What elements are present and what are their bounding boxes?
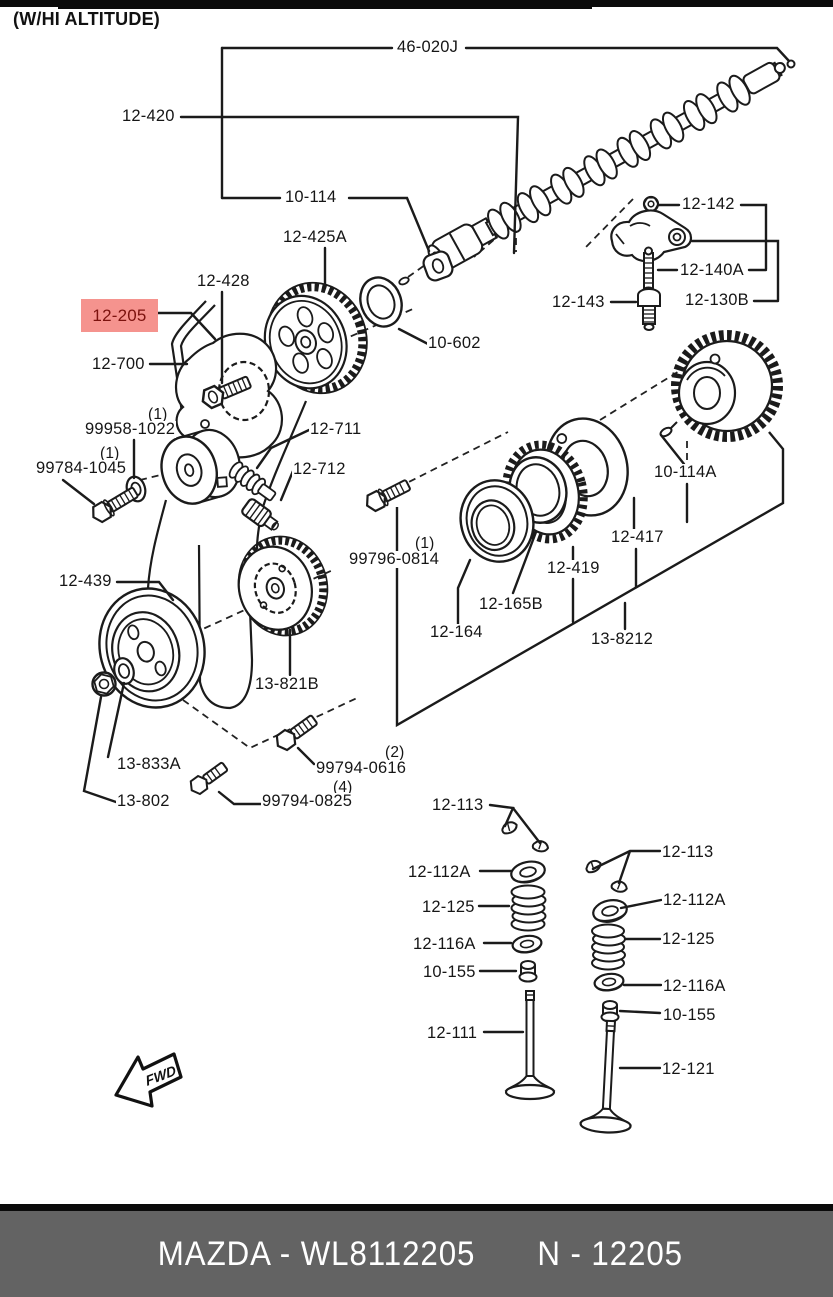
crank-bolt-drawing	[91, 671, 117, 697]
part-label-12-113-intake: 12-113	[431, 796, 485, 815]
qty-marker-99794-0825: (4)	[332, 779, 354, 797]
part-label-12-165B: 12-165B	[478, 595, 544, 614]
part-label-12-140A: 12-140A	[679, 261, 745, 280]
part-label-12-417: 12-417	[610, 528, 665, 547]
part-label-10-114A: 10-114A	[653, 463, 718, 482]
top-border-bar-accent	[58, 7, 592, 9]
part-label-12-712: 12-712	[292, 460, 347, 479]
part-label-12-112A-exhaust: 12-112A	[662, 891, 727, 910]
cam-seal-drawing	[359, 276, 403, 328]
footer-catalog-code: MAZDA - WL8112205	[157, 1234, 476, 1273]
part-label-12-121: 12-121	[661, 1060, 716, 1079]
part-label-99796-0814: 99796-0814	[348, 550, 441, 569]
tensioner-plunger-drawing	[241, 498, 279, 531]
part-label-10-602: 10-602	[427, 334, 482, 353]
engine-block-outline	[395, 431, 785, 728]
rocker-arm-group-drawing	[610, 195, 693, 331]
top-border-bar	[0, 0, 833, 7]
qty-marker-99796-0814: (1)	[414, 535, 436, 553]
crank-sprocket-drawing	[237, 535, 329, 637]
part-label-12-428: 12-428	[196, 272, 251, 291]
bolt-99794-0616-drawing	[271, 714, 318, 755]
part-label-12-164: 12-164	[429, 623, 484, 642]
part-label-12-142: 12-142	[681, 195, 736, 214]
part-label-12-116A-exhaust: 12-116A	[662, 977, 727, 996]
qty-marker-99794-0616: (2)	[384, 744, 406, 762]
part-label-12-130B: 12-130B	[684, 291, 750, 310]
tensioner-spring-drawing	[228, 461, 277, 502]
part-label-10-155-exhaust: 10-155	[662, 1006, 717, 1025]
part-label-12-420: 12-420	[121, 107, 176, 126]
qty-marker-99784-1045: (1)	[99, 445, 121, 463]
part-label-13-8212: 13-8212	[590, 630, 654, 649]
cam-sprocket-drawing	[263, 281, 368, 395]
part-label-12-112A-intake: 12-112A	[407, 863, 472, 882]
bolt-99784-1045-drawing	[87, 486, 139, 526]
part-label-10-155-intake: 10-155	[422, 963, 477, 982]
tensioner-bolt-drawing	[197, 375, 252, 412]
part-label-99794-0825: 99794-0825	[261, 792, 354, 811]
valve-set-intake-drawing	[501, 821, 556, 1101]
part-label-13-802: 13-802	[116, 792, 171, 811]
idler-gear-drawing	[670, 330, 783, 442]
qty-marker-99958-1022: (1)	[147, 406, 169, 424]
part-label-12-143: 12-143	[551, 293, 606, 312]
part-label-12-711: 12-711	[309, 420, 363, 439]
part-label-12-116A-intake: 12-116A	[412, 935, 477, 954]
footer-divider-line	[0, 1204, 833, 1211]
part-label-46-020J: 46-020J	[396, 38, 460, 57]
part-label-99794-0616: 99794-0616	[315, 759, 408, 778]
part-label-12-700: 12-700	[91, 355, 146, 374]
valve-set-exhaust-drawing	[579, 859, 632, 1134]
part-label-12-439: 12-439	[58, 572, 113, 591]
camshaft-cap-drawing	[398, 250, 454, 286]
footer-bar: MAZDA - WL8112205 N - 12205	[0, 1211, 833, 1297]
part-label-12-125-intake: 12-125	[421, 898, 476, 917]
part-label-99784-1045: 99784-1045	[35, 459, 128, 478]
tensioner-pulley-drawing	[160, 428, 241, 505]
part-label-12-113-exhaust: 12-113	[661, 843, 715, 862]
callout-leader-lines	[61, 46, 796, 1070]
part-label-12-125-exhaust: 12-125	[661, 930, 716, 949]
part-label-13-833A: 13-833A	[116, 755, 182, 774]
fwd-direction-arrow: FWD	[114, 1052, 183, 1108]
part-label-99958-1022: 99958-1022	[84, 420, 177, 439]
part-label-12-425A: 12-425A	[282, 228, 348, 247]
page-title: (W/HI ALTITUDE)	[13, 9, 160, 29]
footer-part-ref: N - 12205	[537, 1234, 683, 1273]
crank-pulley-drawing	[98, 587, 206, 709]
crank-boss-drawing	[459, 479, 535, 563]
part-label-12-419: 12-419	[546, 559, 601, 578]
highlighted-part-label-12-205: 12-205	[81, 299, 158, 332]
part-label-10-114: 10-114	[284, 188, 338, 207]
bolt-99794-0825-drawing	[186, 761, 229, 798]
bolt-99796-0814-drawing	[362, 479, 411, 515]
part-label-13-821B: 13-821B	[254, 675, 320, 694]
part-label-12-111: 12-111	[426, 1024, 479, 1043]
crank-washer-drawing	[113, 657, 135, 685]
